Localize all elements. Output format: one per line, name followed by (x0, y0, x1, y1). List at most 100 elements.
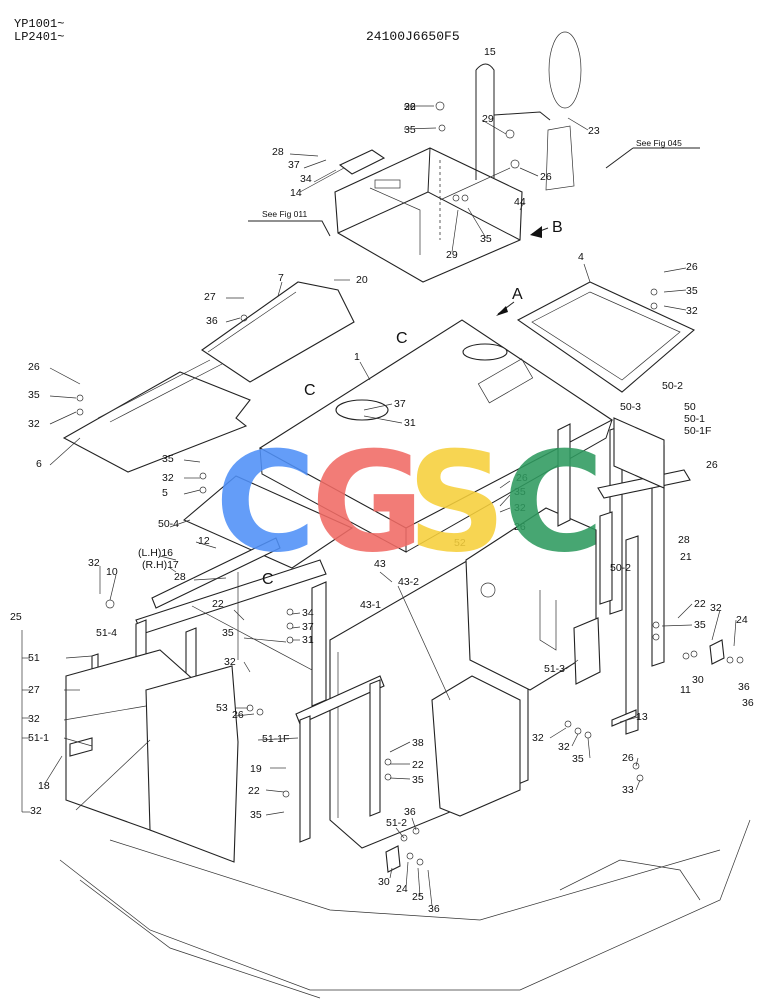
callout-label: 32 (686, 305, 698, 317)
marker-c: C (304, 382, 316, 399)
watermark-letter: S (407, 432, 506, 577)
leader-line (417, 867, 421, 897)
callout-label: 51-4 (96, 627, 117, 639)
callout-label: 37 (302, 621, 314, 633)
callout-label: 15 (484, 46, 496, 58)
leader-line (49, 411, 77, 425)
leader-line (499, 507, 511, 513)
watermark-letter: C (215, 432, 316, 577)
leader-line (389, 777, 411, 780)
leader-line (363, 415, 403, 424)
leader-line (663, 305, 687, 311)
leader-line (363, 403, 393, 411)
callout-label: 6 (36, 458, 42, 470)
panel-53 (573, 617, 601, 685)
callout-label: 31 (302, 634, 314, 646)
callout-label: 22 (694, 598, 706, 610)
callout-label: 14 (290, 187, 302, 199)
callout-label: 32 (710, 602, 722, 614)
callout-label: 26 (540, 171, 552, 183)
leader-line (225, 317, 241, 323)
leader-line (389, 741, 411, 753)
callout-label: 38 (412, 737, 424, 749)
watermark-letter: C (503, 432, 604, 577)
leader-line (427, 869, 433, 907)
floor-mat-6 (62, 359, 251, 473)
callout-label: 37 (394, 398, 406, 410)
callout-label: 10 (106, 566, 118, 578)
leader-line (289, 153, 319, 157)
leader-line (277, 281, 283, 297)
leader-line (619, 716, 639, 723)
callout-label: 43 (374, 558, 386, 570)
callout-label: 43-2 (398, 576, 419, 588)
leader-line (193, 577, 227, 581)
callout-label: 24 (736, 614, 748, 626)
callout-label: 25 (412, 891, 424, 903)
callout-label: 50-1F (684, 425, 711, 437)
callout-label: 50-3 (620, 401, 641, 413)
leader-line (677, 603, 693, 619)
callout-label: 51-2 (386, 817, 407, 829)
leader-line (109, 574, 117, 601)
callout-label: 35 (694, 619, 706, 631)
leader-line (195, 541, 217, 549)
callout-label: 32 (30, 805, 42, 817)
callout-label: 26 (706, 459, 718, 471)
leader-line (257, 737, 299, 741)
view-arrows (496, 226, 549, 316)
leader-line (63, 737, 93, 747)
leader-line (663, 267, 687, 273)
leader-line (183, 489, 201, 495)
callout-label: 26 (516, 472, 528, 484)
callout-label: 35 (222, 627, 234, 639)
leader-line (63, 705, 147, 721)
callout-label: 7 (278, 272, 284, 284)
callout-label: 35 (412, 774, 424, 786)
callout-label: 27 (28, 684, 40, 696)
callout-label: 22 (412, 759, 424, 771)
floor-plate-7 (201, 281, 355, 383)
callout-label: 35 (686, 285, 698, 297)
callout-label: 26 (622, 752, 634, 764)
callout-label: 52 (454, 537, 466, 549)
callout-label: 29 (482, 113, 494, 125)
callout-label: 26 (686, 261, 698, 273)
right-posts (557, 417, 691, 735)
callout-label: 51-1 (28, 732, 49, 744)
callout-label: 1 (354, 351, 360, 363)
leader-line (571, 733, 579, 747)
leader-line (265, 789, 285, 793)
callout-label: 35 (250, 809, 262, 821)
leader-line (587, 737, 591, 759)
callout-label: 32 (224, 656, 236, 668)
serial-line-1: YP1001~ (14, 17, 65, 31)
reference-fig-045[interactable]: See Fig 045 (636, 138, 682, 148)
callout-label: 32 (404, 101, 416, 113)
callout-label: 30 (692, 674, 704, 686)
callout-label: 12 (198, 535, 210, 547)
leader-line (49, 437, 81, 466)
leader-line (451, 209, 459, 253)
callout-label: 33 (622, 784, 634, 796)
callout-label: 28 (678, 534, 690, 546)
figure-code: 24100J6650F5 (366, 29, 460, 44)
fasteners (76, 101, 744, 873)
callout-label: 36 (206, 315, 218, 327)
reference-fig-011[interactable]: See Fig 011 (262, 209, 308, 219)
callout-label: 11 (680, 684, 691, 696)
callout-label: 53 (216, 702, 228, 714)
marker-c: C (262, 571, 274, 588)
leader-line (499, 480, 511, 489)
callout-label: 4 (578, 251, 584, 263)
leader-line (299, 167, 345, 193)
top-hood-assembly (334, 31, 582, 283)
marker-b: B (552, 219, 563, 236)
leader-line (499, 494, 511, 507)
leader-line (519, 167, 539, 177)
callout-label: 22 (212, 598, 224, 610)
callout-label: 32 (28, 713, 40, 725)
callout-label: 23 (588, 125, 600, 137)
